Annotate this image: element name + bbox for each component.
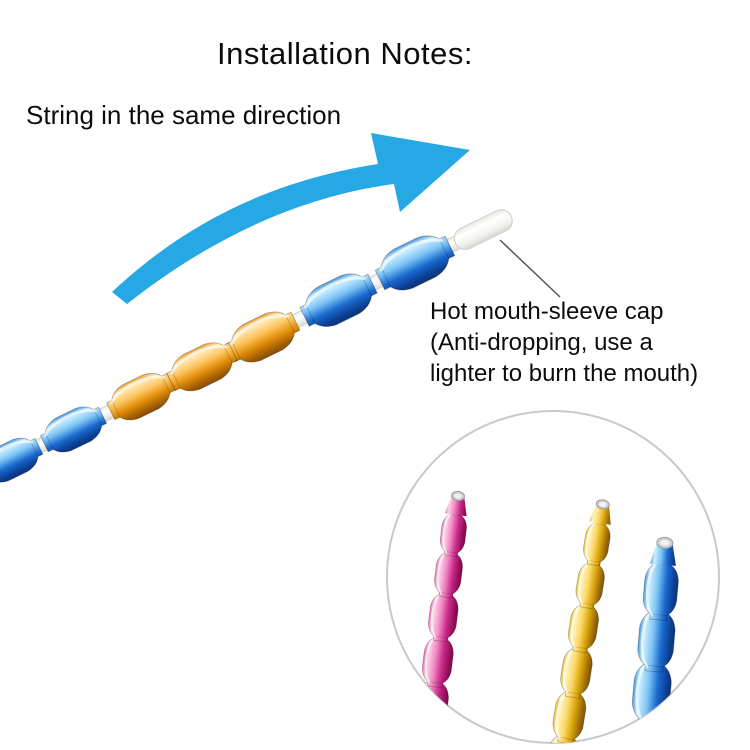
blue-bead-string (623, 536, 682, 743)
direction-arrow-icon (112, 133, 470, 304)
cap-annotation-line1: Hot mouth-sleeve cap (430, 298, 664, 325)
cap-annotation: Hot mouth-sleeve cap (Anti-dropping, use… (430, 296, 698, 389)
page-title: Installation Notes: (217, 36, 473, 71)
cap-annotation-line2: (Anti-dropping, use a (430, 329, 653, 356)
inset-circle-border (386, 410, 720, 744)
gold-bead-string (541, 499, 614, 743)
gold-tip-opening (589, 499, 611, 525)
cap-annotation-line3: lighter to burn the mouth) (430, 360, 699, 387)
direction-annotation: String in the same direction (26, 100, 342, 130)
cap-pointer-line (499, 239, 561, 298)
magenta-tip-opening (444, 490, 467, 517)
magenta-bead-string (406, 490, 470, 743)
bead-string-image (0, 209, 513, 520)
color-variants-inset (386, 410, 720, 744)
mouth-sleeve-cap (453, 209, 513, 250)
blue-tip-opening (650, 536, 676, 566)
